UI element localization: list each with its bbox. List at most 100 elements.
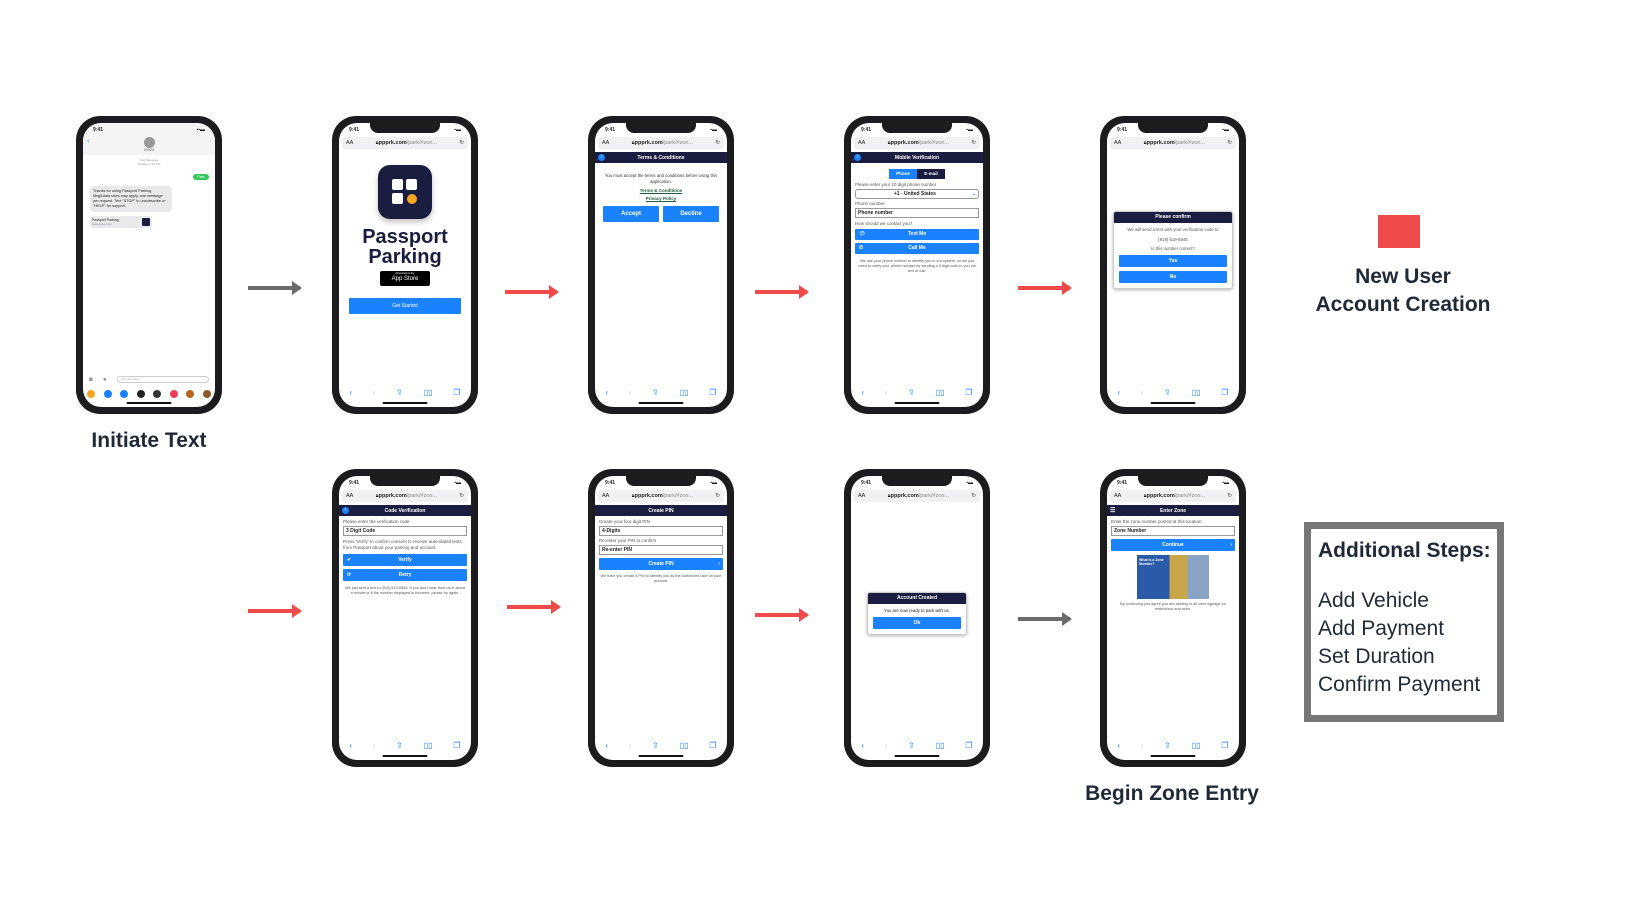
url-bar[interactable]: AA🔒︎ppprk.com/park/#zon...↻	[854, 137, 980, 149]
chevron-right-icon: ›	[1230, 542, 1232, 548]
link-url: www.ppprk.com	[92, 221, 112, 226]
tab-phone[interactable]: Phone	[889, 169, 917, 179]
app-icon[interactable]	[153, 390, 162, 398]
url-bar[interactable]: AA🔒︎ppprk.com/park/#zon...↻	[854, 490, 980, 502]
url-domain: ppprk.com	[378, 139, 407, 146]
url-bar[interactable]: AA🔒︎ppprk.com/park/#zon...↻	[598, 137, 724, 149]
status-time: 9:41	[861, 480, 872, 486]
camera-icon[interactable]: ◙	[89, 377, 93, 383]
browser-toolbar[interactable]: ‹›⇪▯▯❐	[349, 741, 461, 750]
menu-icon[interactable]: ☰	[1110, 508, 1116, 514]
app-icon[interactable]	[169, 390, 178, 398]
tab-email[interactable]: E-mail	[917, 169, 945, 179]
dialog-question: Is this number correct?	[1151, 246, 1195, 252]
apps-icon[interactable]: ●	[103, 377, 107, 383]
app-logo-icon	[142, 217, 150, 226]
step-item: Set Duration	[1318, 645, 1435, 668]
phone-number-input[interactable]: Phone number	[855, 208, 979, 218]
contact-question: How should we contact you?	[855, 221, 913, 226]
privacy-link[interactable]: Privacy Policy	[645, 196, 677, 202]
terms-link[interactable]: Terms & Conditions	[639, 188, 683, 194]
refresh-icon: ⟳	[347, 571, 352, 578]
no-button[interactable]: No	[1119, 270, 1227, 283]
app-icon[interactable]	[87, 390, 95, 398]
tabs-icon: ❐	[453, 388, 461, 397]
flow-arrow	[248, 604, 302, 618]
chat-icon: 💬︎	[859, 231, 866, 237]
retry-button[interactable]: ⟳Retry	[343, 568, 467, 581]
text-me-button[interactable]: 💬︎Text Me	[855, 229, 979, 240]
battery-icon: ▪▬	[1222, 480, 1229, 486]
get-started-button[interactable]: Get Started	[349, 298, 461, 314]
browser-toolbar[interactable]: ‹›⇪▯▯❐	[605, 741, 717, 750]
sent-message: Park	[193, 174, 209, 180]
chevron-right-icon: ›	[718, 561, 720, 567]
app-icon[interactable]	[136, 390, 145, 398]
status-time: 9:41	[1117, 480, 1128, 486]
app-icon[interactable]	[120, 390, 129, 398]
app-drawer[interactable]	[87, 390, 211, 398]
legend-swatch	[1378, 215, 1420, 248]
additional-steps-title: Additional Steps:	[1318, 539, 1491, 562]
url-bar[interactable]: AA🔒︎ppprk.com/park/#zon...↻	[1110, 490, 1236, 502]
initiate-text-caption: Initiate Text	[91, 429, 207, 452]
account-created-dialog: Account Created You are now ready to par…	[867, 592, 967, 635]
browser-toolbar[interactable]: ‹›⇪▯▯❐	[861, 741, 973, 750]
url-bar[interactable]: AA🔒︎ppprk.com/park/#zon...↻	[342, 137, 468, 149]
call-me-button[interactable]: ✆Call Me	[855, 243, 979, 254]
continue-button[interactable]: Continue›	[1111, 539, 1235, 551]
status-time: 9:41	[861, 127, 872, 133]
yes-button[interactable]: Yes	[1119, 254, 1227, 267]
browser-toolbar[interactable]: ‹›⇪▯▯❐	[1117, 741, 1229, 750]
back-icon[interactable]: ‹	[87, 138, 90, 145]
app-icon[interactable]	[202, 390, 211, 398]
app-icon[interactable]	[103, 390, 112, 398]
code-prompt: Please enter the verification code	[343, 519, 410, 524]
app-icon[interactable]	[186, 390, 195, 398]
browser-toolbar[interactable]: ‹›⇪▯▯❐	[339, 388, 471, 397]
phone-confirm-screen: 9:41▪▬ AA🔒︎ppprk.com/park/#zon...↻ Pleas…	[1100, 116, 1246, 414]
contact-header: ‹ 29323	[83, 137, 215, 155]
back-icon: ‹	[349, 388, 353, 397]
zone-number-input[interactable]: Zone Number	[1111, 526, 1235, 536]
zone-sign-image: What is a Zone Number?	[1137, 555, 1209, 599]
phone-mobile-verification-screen: 9:41▪▬ AA🔒︎ppprk.com/park/#zon...↻ ‹Mobi…	[844, 116, 990, 414]
battery-icon: ▪▬	[710, 127, 717, 133]
url-bar[interactable]: AA🔒︎ppprk.com/park/#zon...↻	[598, 490, 724, 502]
zone-prompt: Enter the zone number posted at this loc…	[1111, 519, 1203, 524]
browser-toolbar[interactable]: ‹›⇪▯▯❐	[861, 388, 973, 397]
reload-icon[interactable]: ↻	[715, 140, 720, 146]
accept-button[interactable]: Accept	[603, 206, 659, 223]
reload-icon[interactable]: ↻	[459, 140, 464, 146]
code-note: We just sent a text to (919) 619-6846. I…	[345, 585, 465, 595]
phone-number: (919) 619-6846	[1158, 236, 1188, 242]
text-size-button[interactable]: AA	[346, 140, 354, 146]
phone-prompt: Please enter your 10 digit phone number	[855, 182, 937, 187]
decline-button[interactable]: Decline	[663, 206, 719, 223]
forward-icon: ›	[372, 388, 376, 397]
url-bar[interactable]: AA🔒︎ppprk.com/park/#zon...↻	[1110, 137, 1236, 149]
status-time: 9:41	[349, 480, 360, 486]
message-input[interactable]: Text Message	[117, 376, 209, 383]
browser-toolbar[interactable]: ‹›⇪▯▯❐	[605, 388, 717, 397]
verify-button[interactable]: ✔Verify	[343, 553, 467, 566]
browser-toolbar[interactable]: ‹›⇪▯▯❐	[1117, 388, 1229, 397]
phone-icon: ✆	[859, 245, 864, 251]
url-bar[interactable]: AA🔒︎ppprk.com/park/#zon...↻	[342, 490, 468, 502]
country-select[interactable]: +1 - United States⌄	[855, 189, 979, 199]
ok-button[interactable]: Ok	[873, 616, 961, 629]
code-input[interactable]: 3 Digit Code	[343, 526, 467, 536]
contact-avatar	[143, 137, 155, 148]
back-icon[interactable]: ‹	[598, 154, 605, 161]
battery-icon: ▪▬	[966, 127, 973, 133]
phone-terms-screen: 9:41▪▬ AA🔒︎ppprk.com/park/#zon...↻ ‹Term…	[588, 116, 734, 414]
step-item: Add Vehicle	[1318, 589, 1429, 612]
pin-confirm-input[interactable]: Re-enter PIN	[599, 545, 723, 555]
pin-input[interactable]: 4-Digits	[599, 526, 723, 536]
create-pin-button[interactable]: Create PIN›	[599, 558, 723, 570]
begin-zone-entry-caption: Begin Zone Entry	[1085, 782, 1259, 805]
back-icon[interactable]: ‹	[854, 154, 861, 161]
back-icon[interactable]: ‹	[342, 507, 349, 514]
